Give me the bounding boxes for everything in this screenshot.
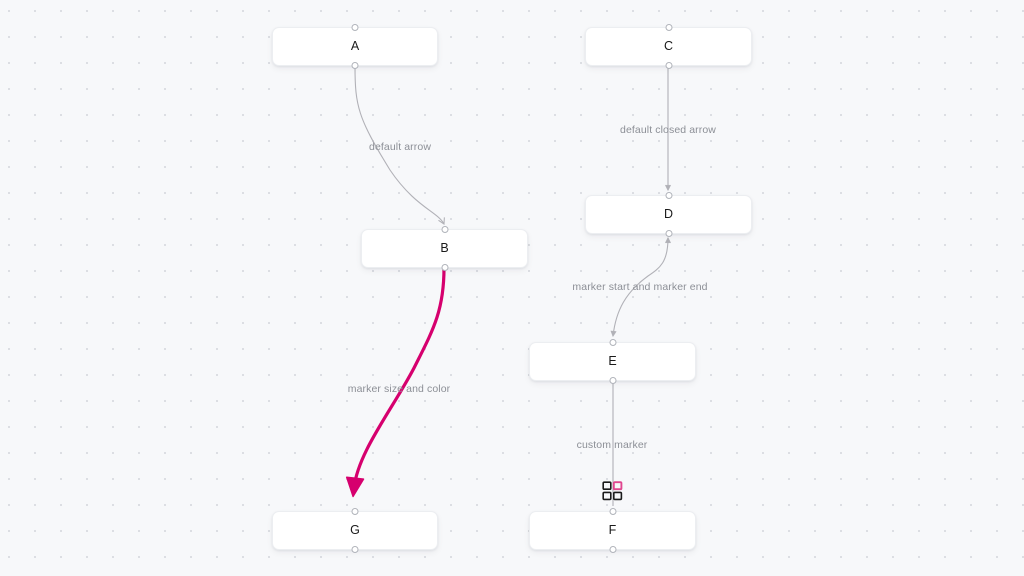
node-g-label: G bbox=[350, 523, 360, 538]
handle-source-f[interactable] bbox=[609, 546, 616, 553]
handle-source-c[interactable] bbox=[665, 62, 672, 69]
edge-path-d-e[interactable] bbox=[610, 236, 672, 338]
node-d-label: D bbox=[663, 207, 674, 222]
handle-source-a[interactable] bbox=[351, 62, 359, 69]
handle-target-c[interactable] bbox=[665, 24, 672, 31]
edge-label-marker-size-and-color: marker size and color bbox=[347, 383, 451, 395]
node-f-label: F bbox=[608, 523, 617, 538]
handle-target-g[interactable] bbox=[351, 508, 359, 515]
node-e[interactable]: E bbox=[529, 339, 696, 384]
edge-label-custom-marker: custom marker bbox=[576, 439, 648, 451]
handle-source-b[interactable] bbox=[441, 264, 448, 271]
edge-path-a-b[interactable] bbox=[354, 65, 445, 225]
edge-path-b-g[interactable] bbox=[345, 266, 446, 498]
handle-target-d[interactable] bbox=[665, 192, 672, 199]
marker-square-top-left bbox=[602, 481, 612, 491]
edge-a-b[interactable] bbox=[354, 65, 445, 225]
marker-square-bottom-left bbox=[602, 491, 612, 501]
node-e-label: E bbox=[608, 354, 617, 369]
handle-target-b[interactable] bbox=[441, 226, 448, 233]
edge-label-default-closed-arrow: default closed arrow bbox=[620, 124, 716, 136]
node-c-label: C bbox=[663, 39, 674, 54]
custom-squares-icon bbox=[602, 481, 624, 501]
edge-label-marker-start-and-marker-end: marker start and marker end bbox=[572, 281, 708, 293]
handle-source-d[interactable] bbox=[665, 230, 672, 237]
node-b[interactable]: B bbox=[361, 226, 528, 271]
handle-target-e[interactable] bbox=[609, 339, 616, 346]
handle-source-e[interactable] bbox=[609, 377, 616, 384]
node-g[interactable]: G bbox=[272, 508, 438, 553]
edge-d-e[interactable] bbox=[610, 236, 672, 338]
edge-label-default-arrow: default arrow bbox=[369, 141, 431, 153]
handle-target-f[interactable] bbox=[609, 508, 616, 515]
marker-square-top-right-highlight bbox=[612, 481, 623, 491]
node-d[interactable]: D bbox=[585, 192, 752, 237]
node-a-label: A bbox=[350, 39, 360, 54]
edge-b-g[interactable] bbox=[345, 266, 446, 498]
marker-square-bottom-right bbox=[613, 491, 623, 501]
node-f[interactable]: F bbox=[529, 508, 696, 553]
handle-source-g[interactable] bbox=[351, 546, 359, 553]
node-c[interactable]: C bbox=[585, 24, 752, 69]
handle-target-a[interactable] bbox=[351, 24, 359, 31]
node-a[interactable]: A bbox=[272, 24, 438, 69]
node-b-label: B bbox=[440, 241, 449, 256]
